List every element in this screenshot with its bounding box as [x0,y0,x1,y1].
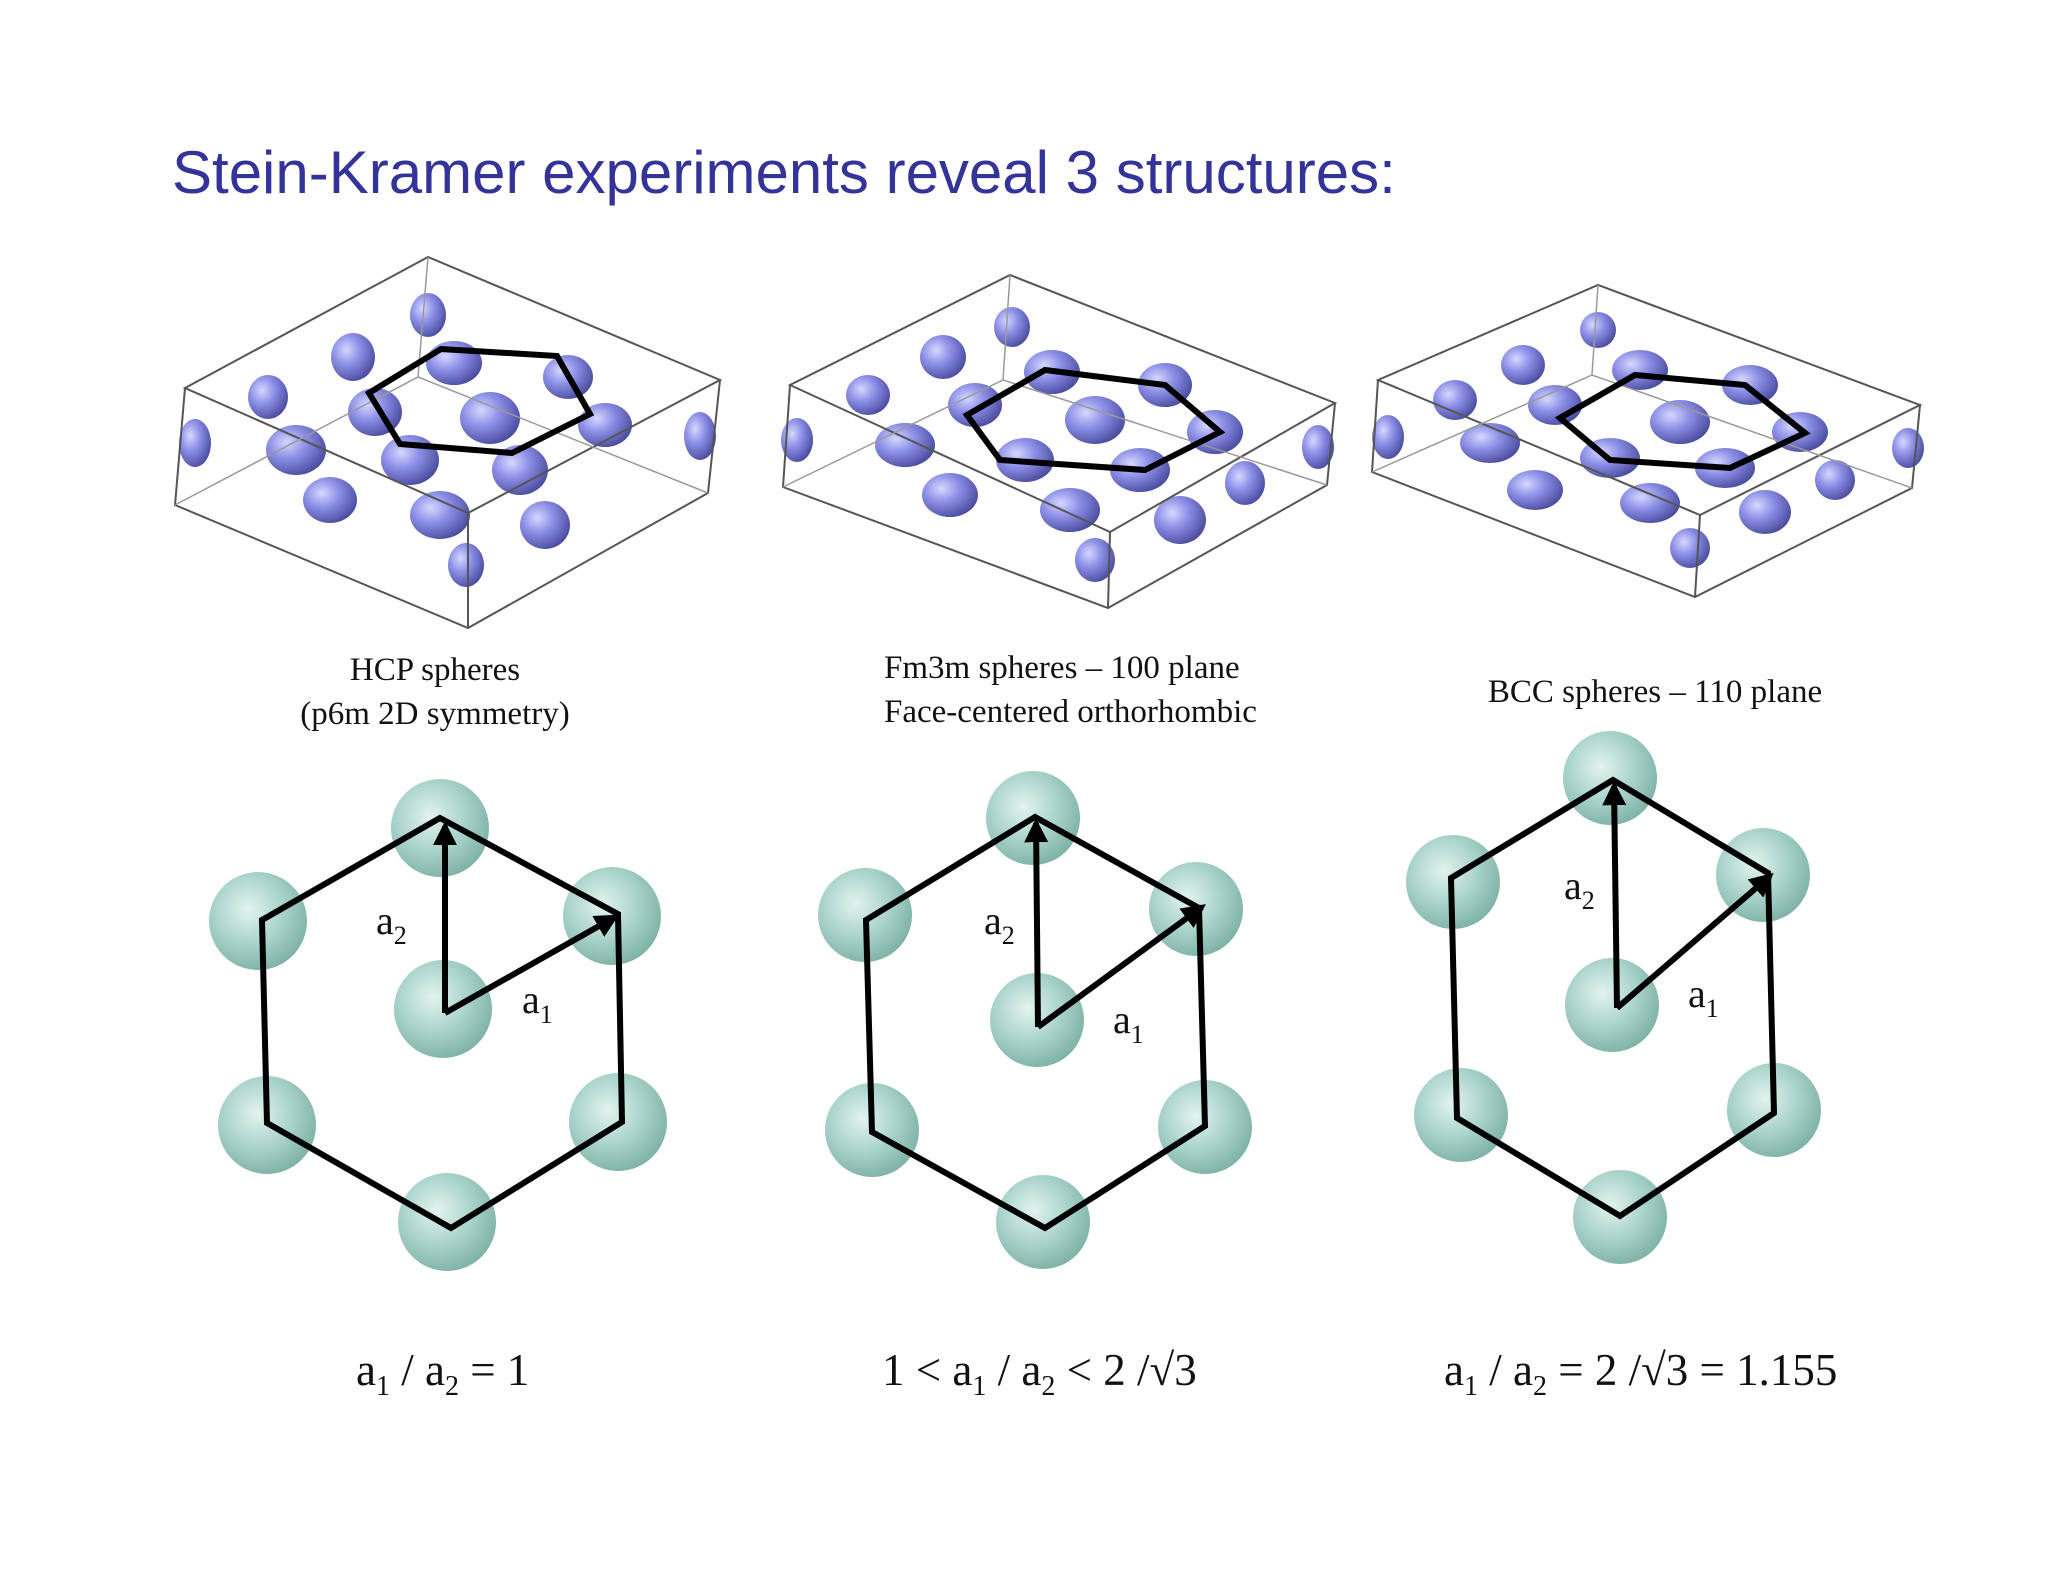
page-title: Stein-Kramer experiments reveal 3 struct… [172,139,1396,206]
hcp-3d-model [173,255,723,630]
fm3m-caption-line1: Fm3m spheres – 100 plane [884,650,1240,686]
hcp-caption-line1: HCP spheres [349,652,521,688]
bcc-3d-model [1370,283,1924,599]
bcc-2d-lattice [1406,731,1821,1264]
hcp-caption-line2: (p6m 2D symmetry) [300,696,570,732]
fm3m-ratio: 1 < a1 / a2 < 2 /√3 [882,1345,1197,1402]
bcc-ratio: a1 / a2 = 2 /√3 = 1.155 [1444,1345,1838,1402]
bcc-a2-label: a2 [1564,863,1595,915]
fm3m-a2-label: a2 [984,898,1015,950]
fm3m-3d-model [781,273,1338,610]
hcp-a2-label: a2 [376,898,407,950]
bcc-caption-line1: BCC spheres – 110 plane [1487,674,1823,710]
fm3m-a1-label: a1 [1113,997,1144,1049]
fm3m-2d-lattice [818,771,1252,1269]
bcc-caption: BCC spheres – 110 plane [1460,670,1850,714]
fm3m-caption-line2: Face-centered orthorhombic [884,694,1257,730]
hcp-a1-label: a1 [522,977,553,1029]
hcp-2d-lattice [209,779,667,1271]
fm3m-caption: Fm3m spheres – 100 plane Face-centered o… [884,646,1257,734]
hcp-ratio: a1 / a2 = 1 [356,1345,530,1402]
hcp-caption: HCP spheres (p6m 2D symmetry) [290,648,580,736]
bcc-a1-label: a1 [1688,971,1719,1023]
